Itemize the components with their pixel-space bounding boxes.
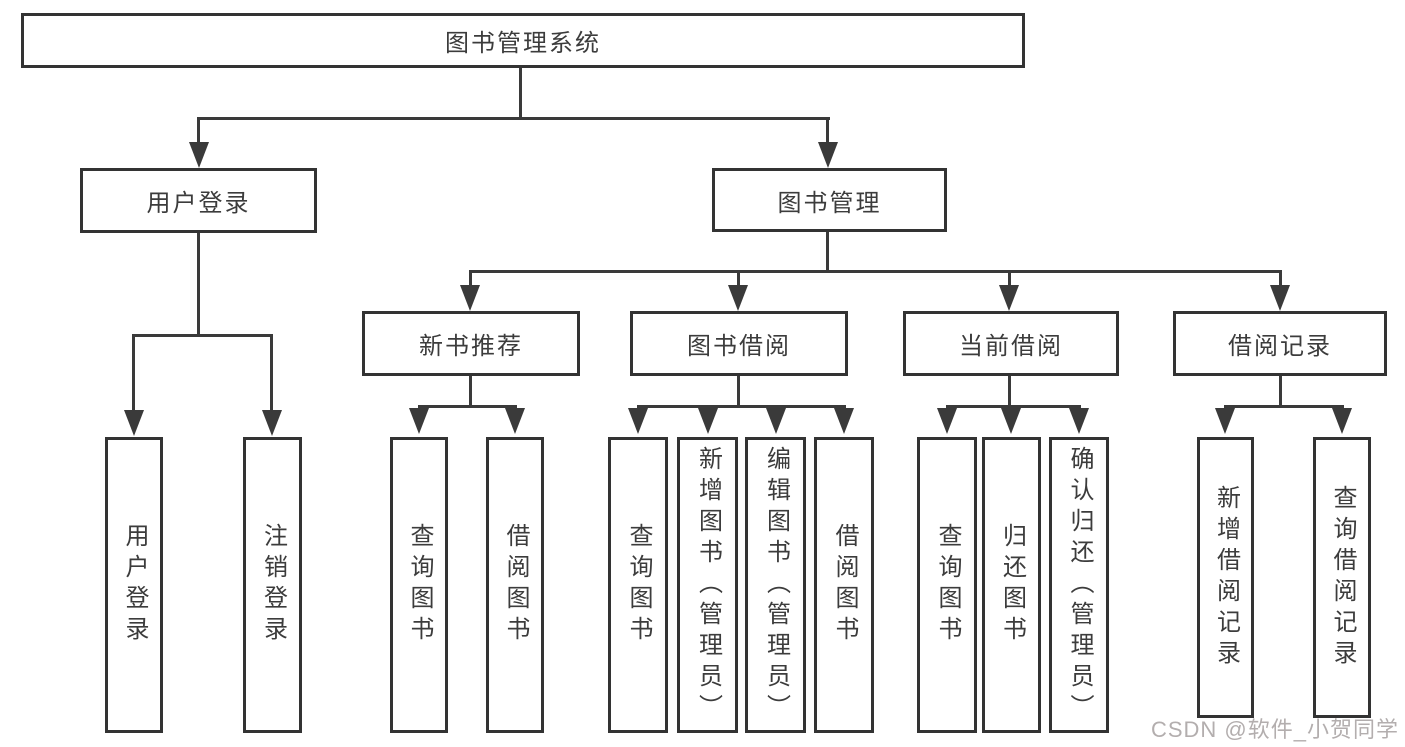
leaf-borrow-query-label: 查询图书 bbox=[625, 523, 652, 647]
node-current-label: 当前借阅 bbox=[959, 333, 1063, 360]
arrowhead-g3-borrow bbox=[834, 408, 854, 434]
arrowhead-leaf-logout bbox=[262, 410, 282, 436]
connector-g4-hline bbox=[946, 405, 1081, 408]
connector-level3-hline bbox=[469, 270, 1282, 273]
connector-records-stem bbox=[1279, 270, 1282, 288]
connector-new-book-stem bbox=[469, 270, 472, 288]
leaf-logout-label: 注销登录 bbox=[259, 523, 287, 647]
leaf-borrow-add: 新增图书（管理员） bbox=[677, 437, 738, 733]
connector-level1-hline bbox=[197, 117, 830, 120]
node-book-mgmt: 图书管理 bbox=[712, 168, 947, 232]
leaf-current-return: 归还图书 bbox=[982, 437, 1041, 733]
arrowhead-g5-add bbox=[1215, 408, 1235, 434]
leaf-current-return-label: 归还图书 bbox=[998, 523, 1026, 647]
node-records: 借阅记录 bbox=[1173, 311, 1387, 376]
node-root-label: 图书管理系统 bbox=[445, 30, 601, 57]
connector-book-mgmt-down bbox=[826, 232, 829, 273]
connector-g5-stem bbox=[1279, 376, 1282, 408]
leaf-logout: 注销登录 bbox=[243, 437, 302, 733]
arrowhead-borrow bbox=[728, 285, 748, 311]
connector-g1-stem bbox=[197, 233, 200, 337]
leaf-new-book-borrow-label: 借阅图书 bbox=[502, 523, 529, 647]
arrowhead-current bbox=[999, 285, 1019, 311]
node-user-login-label: 用户登录 bbox=[146, 190, 251, 217]
leaf-borrow-add-label: 新增图书（管理员） bbox=[694, 445, 722, 725]
leaf-current-query-label: 查询图书 bbox=[934, 523, 961, 647]
arrowhead-g5-query bbox=[1332, 408, 1352, 434]
connector-g3-stem bbox=[737, 376, 740, 408]
arrowhead-book-mgmt bbox=[818, 142, 838, 168]
leaf-new-book-query-label: 查询图书 bbox=[406, 523, 433, 647]
connector-current-stem bbox=[1008, 270, 1011, 288]
leaf-new-book-query: 查询图书 bbox=[390, 437, 448, 733]
node-user-login: 用户登录 bbox=[80, 168, 317, 233]
arrowhead-user-login bbox=[189, 142, 209, 168]
arrowhead-g4-query bbox=[937, 408, 957, 434]
arrowhead-records bbox=[1270, 285, 1290, 311]
arrowhead-new-book bbox=[460, 285, 480, 311]
connector-g1-hline bbox=[132, 334, 273, 337]
leaf-current-confirm: 确认归还（管理员） bbox=[1049, 437, 1109, 733]
leaf-records-add-label: 新增借阅记录 bbox=[1212, 484, 1240, 671]
connector-g2-hline bbox=[418, 405, 517, 408]
node-root: 图书管理系统 bbox=[21, 13, 1025, 68]
node-borrow: 图书借阅 bbox=[630, 311, 848, 376]
connector-g1-stem-right bbox=[270, 334, 273, 412]
arrowhead-g4-return bbox=[1001, 408, 1021, 434]
leaf-borrow-borrow-label: 借阅图书 bbox=[831, 523, 858, 647]
leaf-records-add: 新增借阅记录 bbox=[1197, 437, 1254, 718]
node-new-book: 新书推荐 bbox=[362, 311, 580, 376]
leaf-borrow-edit: 编辑图书（管理员） bbox=[745, 437, 806, 733]
arrowhead-g2-query bbox=[409, 408, 429, 434]
leaf-records-query: 查询借阅记录 bbox=[1313, 437, 1371, 718]
node-book-mgmt-label: 图书管理 bbox=[777, 189, 882, 217]
connector-g2-stem bbox=[469, 376, 472, 408]
connector-g1-stem-left bbox=[132, 334, 135, 412]
leaf-records-query-label: 查询借阅记录 bbox=[1329, 484, 1356, 671]
leaf-borrow-query: 查询图书 bbox=[608, 437, 668, 733]
connector-borrow-stem bbox=[737, 270, 740, 288]
arrowhead-g3-add bbox=[698, 408, 718, 434]
connector-root-stem bbox=[519, 68, 522, 120]
arrowhead-g3-edit bbox=[766, 408, 786, 434]
csdn-watermark: CSDN @软件_小贺同学 bbox=[1150, 717, 1399, 742]
arrowhead-g2-borrow bbox=[505, 408, 525, 434]
connector-g5-hline bbox=[1224, 405, 1344, 408]
arrowhead-g4-confirm bbox=[1069, 408, 1089, 434]
connector-g3-hline bbox=[637, 405, 846, 408]
leaf-borrow-edit-label: 编辑图书（管理员） bbox=[762, 445, 790, 725]
leaf-user-login: 用户登录 bbox=[105, 437, 163, 733]
connector-g4-stem bbox=[1008, 376, 1011, 408]
node-new-book-label: 新书推荐 bbox=[419, 333, 523, 360]
connector-book-mgmt-stem bbox=[826, 117, 829, 145]
connector-user-login-stem bbox=[197, 117, 200, 145]
arrowhead-leaf-login bbox=[124, 410, 144, 436]
leaf-user-login-label: 用户登录 bbox=[121, 523, 148, 647]
leaf-current-query: 查询图书 bbox=[917, 437, 977, 733]
leaf-new-book-borrow: 借阅图书 bbox=[486, 437, 544, 733]
leaf-borrow-borrow: 借阅图书 bbox=[814, 437, 874, 733]
node-current: 当前借阅 bbox=[903, 311, 1119, 376]
leaf-current-confirm-label: 确认归还（管理员） bbox=[1066, 445, 1093, 725]
node-borrow-label: 图书借阅 bbox=[687, 333, 791, 360]
arrowhead-g3-query bbox=[628, 408, 648, 434]
node-records-label: 借阅记录 bbox=[1228, 333, 1332, 360]
